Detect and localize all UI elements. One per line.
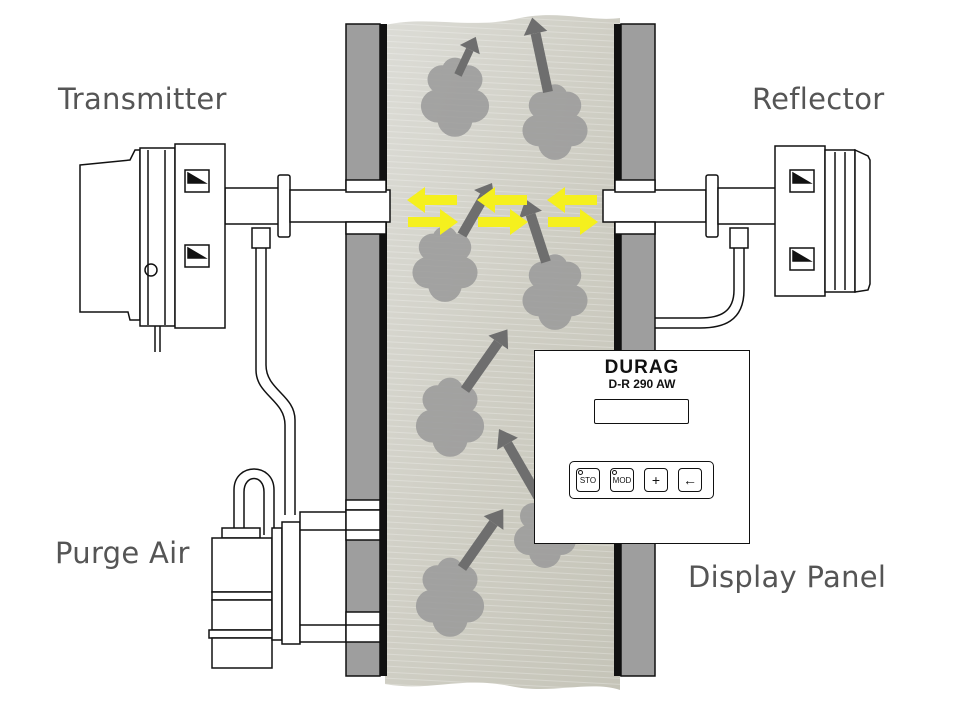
display-panel: DURAG D-R 290 AW STO MOD + ← xyxy=(534,350,750,544)
beam-arrow-left xyxy=(547,187,597,213)
transmitter-label: Transmitter xyxy=(58,82,227,116)
transmitter-tube xyxy=(224,174,391,238)
sto-button-label: STO xyxy=(579,475,597,485)
flow-arrow xyxy=(454,36,480,77)
transmitter-unit xyxy=(79,143,226,352)
mod-button-label: MOD xyxy=(612,475,632,485)
flow-arrow xyxy=(460,329,509,393)
lcd-display xyxy=(594,399,689,424)
sto-led xyxy=(578,470,583,475)
plus-button[interactable]: + xyxy=(644,468,668,492)
model-number: D-R 290 AW xyxy=(608,377,676,391)
reflector-tube xyxy=(602,174,777,238)
arrow-left-icon: ← xyxy=(683,472,697,488)
duct-wall-left xyxy=(345,23,387,677)
purge-air-hoses xyxy=(233,227,749,535)
flow-arrow xyxy=(457,509,504,571)
beam-arrow-left xyxy=(477,187,527,213)
light-beam xyxy=(407,187,598,235)
flow-arrows xyxy=(454,17,553,571)
enter-button[interactable]: ← xyxy=(678,468,702,492)
beam-arrow-right xyxy=(478,209,528,235)
beam-arrow-right xyxy=(548,209,598,235)
mod-button[interactable]: MOD xyxy=(610,468,634,492)
flow-arrow xyxy=(523,17,553,94)
purge-air-blower xyxy=(208,499,381,669)
sto-button[interactable]: STO xyxy=(576,468,600,492)
plus-icon: + xyxy=(651,472,661,488)
brand-logo-text: DURAG xyxy=(604,357,680,378)
purge-air-label: Purge Air xyxy=(55,536,190,570)
mod-led xyxy=(612,470,617,475)
keypad: STO MOD + ← xyxy=(569,461,714,499)
beam-arrow-right xyxy=(408,209,458,235)
reflector-unit xyxy=(774,145,871,297)
display-panel-label: Display Panel xyxy=(688,560,887,594)
reflector-label: Reflector xyxy=(752,82,885,116)
beam-arrow-left xyxy=(407,187,457,213)
